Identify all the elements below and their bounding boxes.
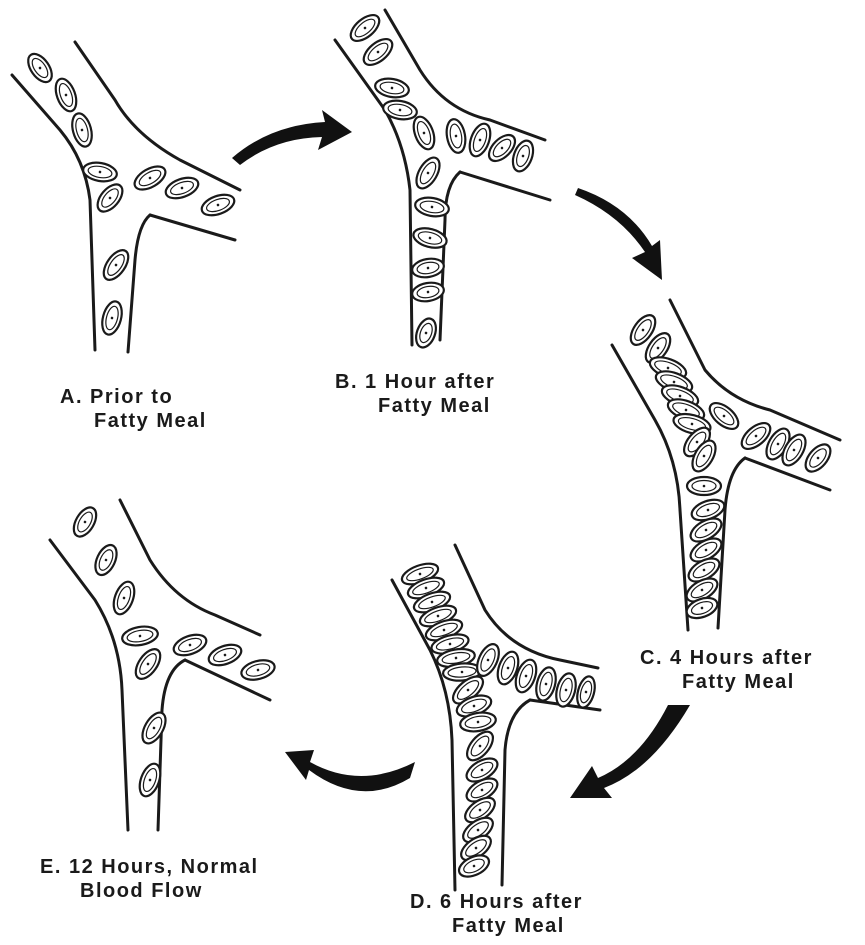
panel-a-vessel: [12, 42, 240, 352]
panel-b-caption: B. 1 Hour after Fatty Meal: [335, 370, 495, 418]
panel-a-caption-line2: Fatty Meal: [60, 409, 207, 433]
panel-c-caption: C. 4 Hours after Fatty Meal: [640, 646, 813, 694]
panel-d-cells: [399, 560, 598, 881]
panel-b-caption-line2: Fatty Meal: [335, 394, 495, 418]
arrow-d-to-e: [285, 750, 415, 791]
arrow-c-to-d: [570, 705, 690, 798]
arrow-a-to-b: [232, 110, 352, 165]
panel-d-caption-line2: Fatty Meal: [410, 914, 583, 938]
panel-b-caption-line1: B. 1 Hour after: [335, 370, 495, 394]
panel-e-cells: [69, 504, 277, 799]
panel-c-caption-line1: C. 4 Hours after: [640, 646, 813, 670]
panel-e-caption-line2: Blood Flow: [40, 879, 259, 903]
panel-d-caption: D. 6 Hours after Fatty Meal: [410, 890, 583, 938]
panel-c-cells: [626, 311, 835, 622]
panel-a-caption-line1: A. Prior to: [60, 385, 207, 409]
panel-c-caption-line2: Fatty Meal: [640, 670, 813, 694]
panel-e-caption: E. 12 Hours, Normal Blood Flow: [40, 855, 259, 903]
panel-d-caption-line1: D. 6 Hours after: [410, 890, 583, 914]
panel-e-caption-line1: E. 12 Hours, Normal: [40, 855, 259, 879]
panel-a-caption: A. Prior to Fatty Meal: [60, 385, 207, 433]
panel-a-cells: [23, 50, 237, 337]
arrow-b-to-c: [575, 188, 662, 280]
